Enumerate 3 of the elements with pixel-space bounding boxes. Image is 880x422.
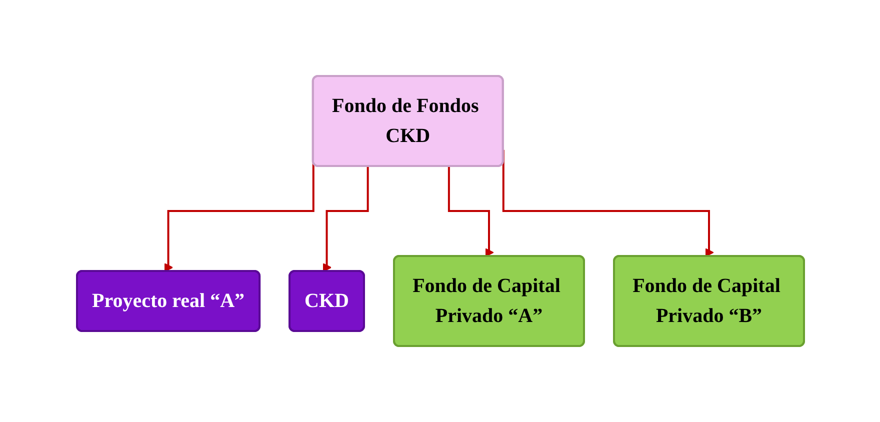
- arrow: [502, 150, 714, 257]
- arrow: [322, 166, 368, 272]
- arrow: [447, 166, 494, 257]
